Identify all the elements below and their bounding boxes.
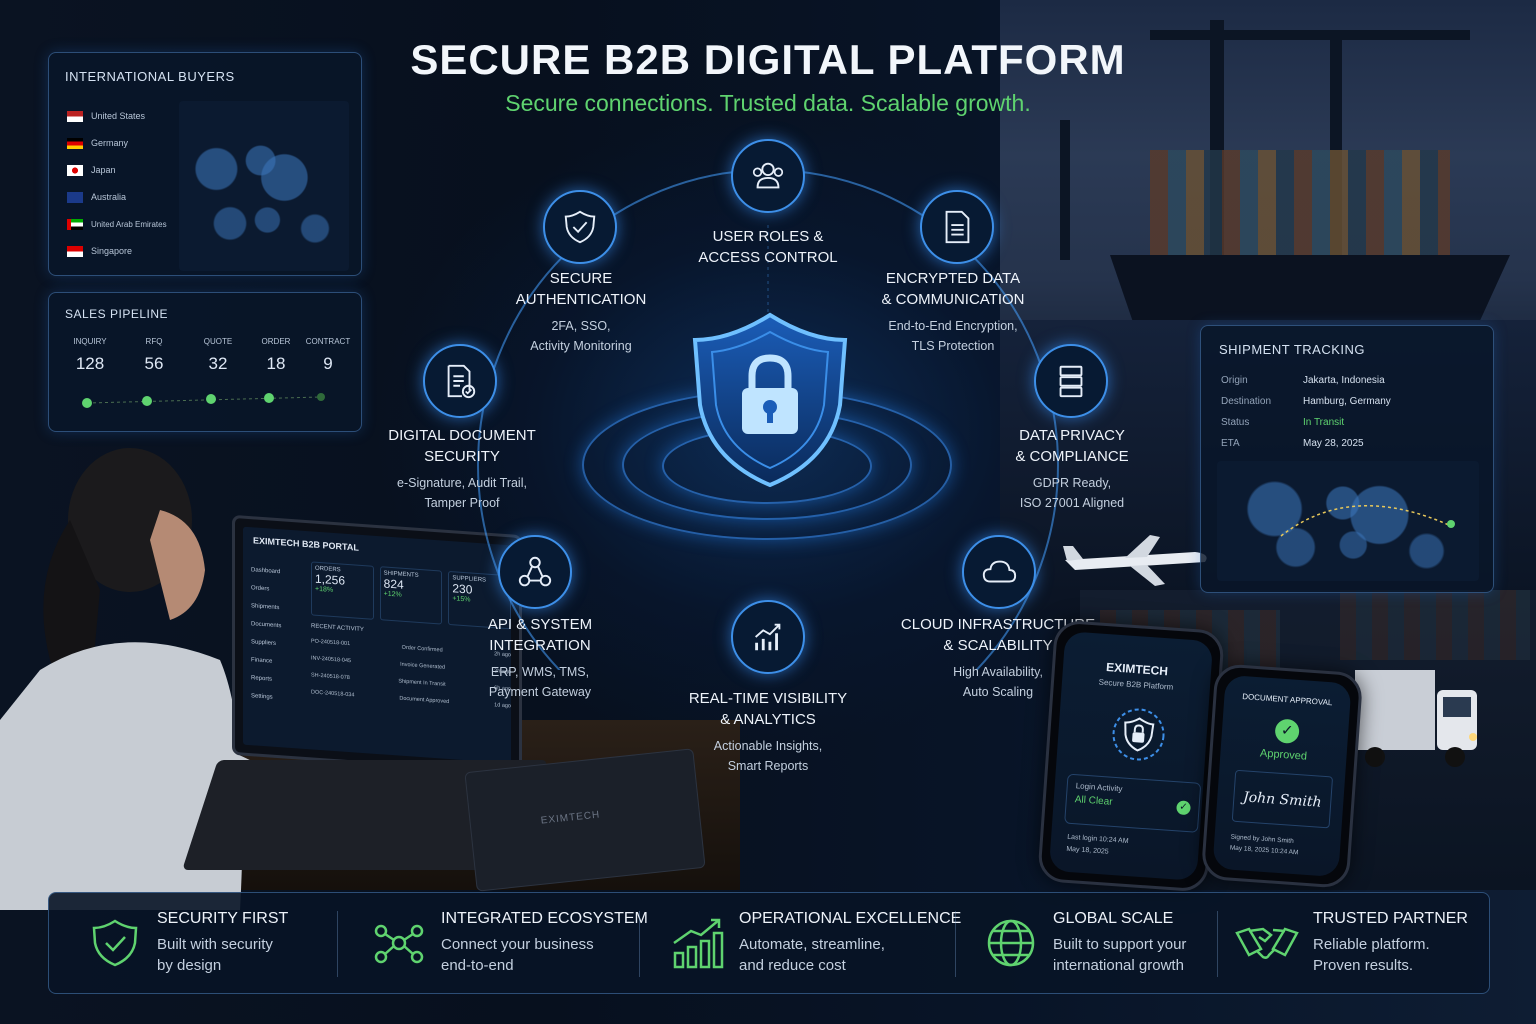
buyers-title: INTERNATIONAL BUYERS <box>65 69 235 84</box>
list-item[interactable]: Germany <box>67 130 177 157</box>
phone-login: EXIMTECH Secure B2B Platform Login Activ… <box>1037 619 1225 893</box>
shipment-title: SHIPMENT TRACKING <box>1219 342 1365 357</box>
shield-check-icon <box>564 210 596 244</box>
shield-lock-small-icon <box>1112 708 1165 761</box>
globe-icon <box>987 919 1035 967</box>
realtime-analytics-node[interactable] <box>731 600 805 674</box>
login-activity-card[interactable]: Login Activity All Clear ✓ <box>1064 773 1202 833</box>
feature-user-roles: USER ROLES &ACCESS CONTROL <box>698 228 838 266</box>
shield-check-icon <box>92 919 138 967</box>
users-icon <box>752 162 784 189</box>
document-check-icon <box>447 364 476 399</box>
document-icon <box>945 210 970 244</box>
list-item[interactable]: Singapore <box>67 238 177 265</box>
shipment-route-map <box>1217 461 1479 581</box>
status-badge: In Transit <box>1303 417 1345 428</box>
portal-title: EXIMTECH B2B PORTAL <box>253 535 359 553</box>
feature-realtime-analytics: REAL-TIME VISIBILITY& ANALYTICS Actionab… <box>688 690 848 773</box>
international-buyers-panel: INTERNATIONAL BUYERS United States Germa… <box>48 52 362 276</box>
signature: John Smith <box>1231 769 1334 829</box>
route-line <box>1280 505 1455 537</box>
nav-settings[interactable]: Settings <box>251 693 273 701</box>
handshake-icon <box>1235 927 1299 959</box>
page-subtitle: Secure connections. Trusted data. Scalab… <box>505 90 1031 116</box>
cloud-infra-node[interactable] <box>962 535 1036 609</box>
list-item[interactable]: Australia <box>67 184 177 211</box>
list-item[interactable]: United Arab Emirates <box>67 211 177 238</box>
doc-security-node[interactable] <box>423 344 497 418</box>
feature-encrypted-data: ENCRYPTED DATA& COMMUNICATION End-to-End… <box>881 270 1025 353</box>
list-item[interactable]: Japan <box>67 157 177 184</box>
stat-card: ORDERS 1,256 +18% <box>311 561 374 620</box>
cloud-icon <box>982 560 1017 583</box>
server-icon <box>1059 365 1083 398</box>
chart-icon <box>755 623 781 651</box>
approved-check-icon: ✓ <box>1274 718 1300 745</box>
network-icon <box>374 924 424 964</box>
shield-lock-icon <box>692 312 848 488</box>
list-item[interactable]: United States <box>67 103 177 130</box>
page-title: SECURE B2B DIGITAL PLATFORM <box>410 36 1126 83</box>
truck-icon <box>1355 670 1477 767</box>
growth-chart-icon <box>673 918 724 969</box>
network-icon <box>518 556 552 587</box>
api-integration-node[interactable] <box>498 535 572 609</box>
pipeline-title: SALES PIPELINE <box>65 307 169 321</box>
world-map <box>179 101 349 271</box>
user-roles-node[interactable] <box>731 139 805 213</box>
airplane-icon <box>1063 535 1207 586</box>
encrypted-data-node[interactable] <box>920 190 994 264</box>
feature-data-privacy: DATA PRIVACY& COMPLIANCE GDPR Ready,ISO … <box>1015 427 1129 510</box>
pipeline-progress <box>82 393 325 408</box>
notebook-brand: EXIMTECH <box>540 809 601 827</box>
phone-approval: DOCUMENT APPROVAL ✓ Approved John Smith … <box>1200 663 1364 889</box>
approval-status: Approved <box>1259 747 1308 763</box>
buyers-list: United States Germany Japan Australia Un… <box>67 103 177 265</box>
data-privacy-node[interactable] <box>1034 344 1108 418</box>
portal-nav: Dashboard Orders Shipments Documents Sup… <box>251 561 306 709</box>
approval-title: DOCUMENT APPROVAL <box>1241 692 1333 708</box>
secure-auth-node[interactable] <box>543 190 617 264</box>
feature-cloud-infra: CLOUD INFRASTRUCTURE& SCALABILITY High A… <box>900 616 1096 699</box>
